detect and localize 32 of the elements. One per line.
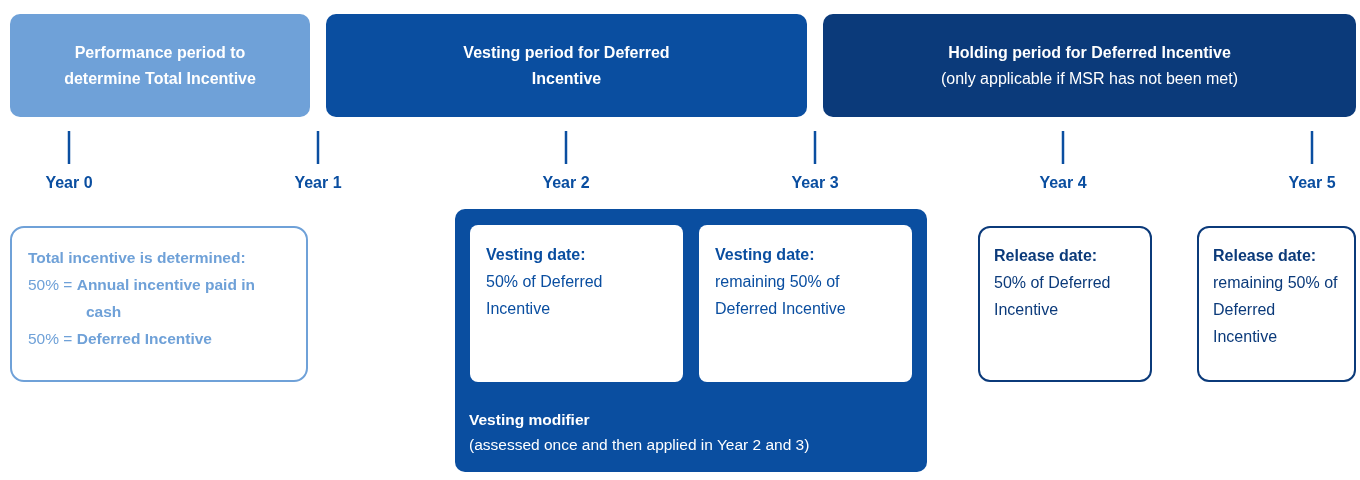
period-title: Vesting period for Deferred Incentive	[462, 42, 671, 89]
card-heading: Total incentive is determined:	[28, 248, 247, 268]
body-text: remaining 50% of Deferred Incentive	[1213, 273, 1339, 347]
share-text: 50% = Annual incentive paid in cash	[28, 275, 256, 322]
period-band	[326, 14, 807, 117]
card-heading: Release date:	[994, 246, 1099, 266]
card-heading: Vesting date:	[715, 245, 816, 265]
period-title: Holding period for Deferred Incentive	[948, 42, 1231, 63]
year-label: Year 1	[294, 174, 342, 192]
info-box	[10, 226, 308, 382]
body-text: 50% of Deferred Incentive	[994, 273, 1112, 320]
date-card	[978, 226, 1152, 382]
period-band	[823, 14, 1356, 117]
card-heading: Release date:	[1213, 246, 1318, 266]
date-card	[1197, 226, 1356, 382]
year-label: Year 5	[1288, 174, 1336, 192]
body-text: remaining 50% of Deferred Incentive	[715, 272, 847, 319]
period-note: (only applicable if MSR has not been met)	[940, 68, 1238, 89]
body-text: 50% of Deferred Incentive	[486, 272, 604, 319]
period-title: Performance period to determine Total Incentive	[63, 42, 257, 89]
panel-note: (assessed once and then applied in Year 2 and 3)	[469, 435, 811, 455]
period-band	[10, 14, 310, 117]
year-label: Year 3	[791, 174, 839, 192]
date-card	[699, 225, 912, 382]
panel-title: Vesting modifier	[469, 410, 591, 430]
vesting-panel	[455, 209, 927, 472]
share-text: 50% = Deferred Incentive	[28, 329, 213, 349]
year-label: Year 4	[1039, 174, 1087, 192]
date-card	[470, 225, 683, 382]
card-heading: Vesting date:	[486, 245, 587, 265]
year-label: Year 2	[542, 174, 590, 192]
year-label: Year 0	[45, 174, 93, 192]
